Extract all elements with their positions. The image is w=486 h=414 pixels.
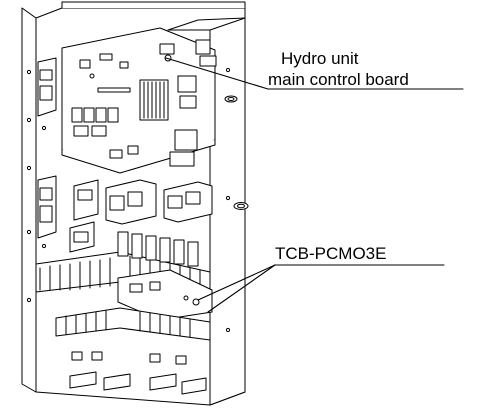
lower-terminals (56, 308, 210, 340)
upper-right-parts (196, 40, 237, 102)
leader-tcb-1 (198, 265, 275, 300)
tcb-label: TCB-PCMO3E (275, 244, 387, 263)
hydro-unit-label-line1: Hydro unit (281, 49, 359, 68)
callout-leaders (166, 58, 463, 312)
leader-tcb-2 (208, 265, 275, 312)
left-side-modules (38, 58, 56, 238)
bottom-clips (70, 352, 206, 394)
main-control-board (62, 28, 215, 173)
contactors (70, 180, 212, 252)
terminal-blocks (36, 232, 212, 320)
hydro-unit-label-line2: main control board (268, 70, 409, 89)
cable-grommet (234, 203, 248, 210)
mounting-holes (27, 68, 229, 331)
leader-hydro-unit (166, 58, 268, 89)
